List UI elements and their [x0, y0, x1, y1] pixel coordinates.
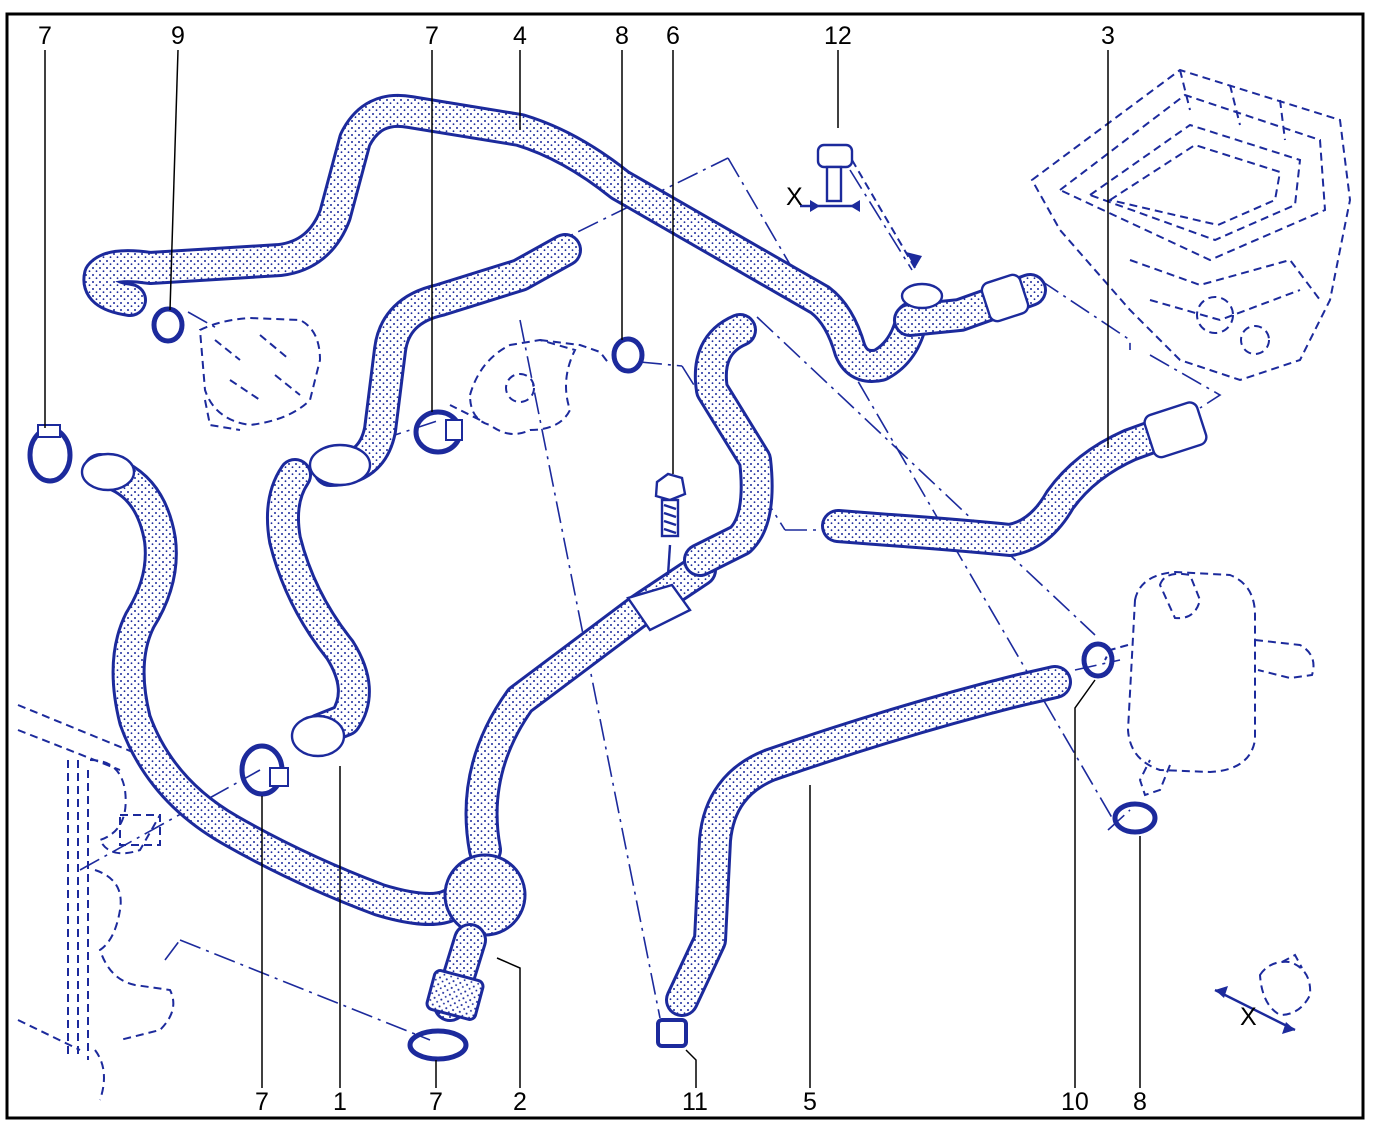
top-part-labels: 7 9 7 4 8 6 12 3 — [38, 22, 1115, 50]
clip-7-upper-mid — [413, 409, 463, 455]
part-label-1: 1 — [333, 1088, 347, 1116]
hose-5 — [665, 665, 1072, 1017]
expansion-tank-outline — [1104, 570, 1315, 797]
thermostat-housing-outline — [449, 338, 611, 435]
hose-4 — [82, 93, 929, 383]
hose-2 — [425, 553, 717, 1022]
part-label-4: 4 — [513, 22, 527, 50]
clip-10 — [1081, 641, 1115, 679]
part-label-5: 5 — [803, 1088, 817, 1116]
hose-3 — [821, 401, 1208, 557]
part-label-7: 7 — [429, 1088, 443, 1116]
clips — [27, 306, 1158, 1062]
dimension-x-label: X — [786, 183, 803, 211]
heater-unit-outline — [1030, 68, 1352, 382]
engine-fitting-outline — [198, 316, 322, 431]
dimension-x-label-2: X — [1240, 1003, 1257, 1031]
part-label-7: 7 — [38, 22, 52, 50]
hose-1 — [266, 443, 372, 758]
bleed-screw-12: X — [786, 143, 922, 269]
bleed-screw-detail-outline — [1258, 953, 1312, 1017]
dimension-detail: X — [1214, 986, 1296, 1034]
part-label-11: 11 — [682, 1088, 708, 1116]
clip-11 — [656, 1018, 688, 1048]
part-label-8: 8 — [1133, 1088, 1147, 1116]
clip-8-right — [1112, 801, 1158, 835]
radiator-bottom-hose — [80, 452, 467, 926]
part-label-8: 8 — [615, 22, 629, 50]
bolt-6 — [626, 472, 692, 632]
part-label-7: 7 — [255, 1088, 269, 1116]
drawing-border — [5, 12, 1365, 1120]
part-label-2: 2 — [513, 1088, 527, 1116]
leader-lines — [44, 49, 1141, 1088]
part-label-10: 10 — [1061, 1088, 1089, 1116]
clip-8-top — [611, 336, 645, 374]
bottom-part-labels: 7 1 7 2 11 5 10 8 — [255, 1088, 1147, 1116]
part-label-7: 7 — [425, 22, 439, 50]
clip-9 — [151, 306, 185, 344]
hose-heater-return — [683, 313, 774, 577]
clip-7-top-left — [27, 424, 73, 484]
part-label-6: 6 — [666, 22, 680, 50]
clip-7-bottom — [407, 1028, 469, 1062]
bleed-tee — [893, 273, 1047, 337]
clip-7-lower-mid — [239, 743, 289, 797]
part-label-3: 3 — [1101, 22, 1115, 50]
part-label-12: 12 — [824, 22, 852, 50]
part-label-9: 9 — [171, 22, 185, 50]
radiator-outline — [17, 704, 175, 1101]
